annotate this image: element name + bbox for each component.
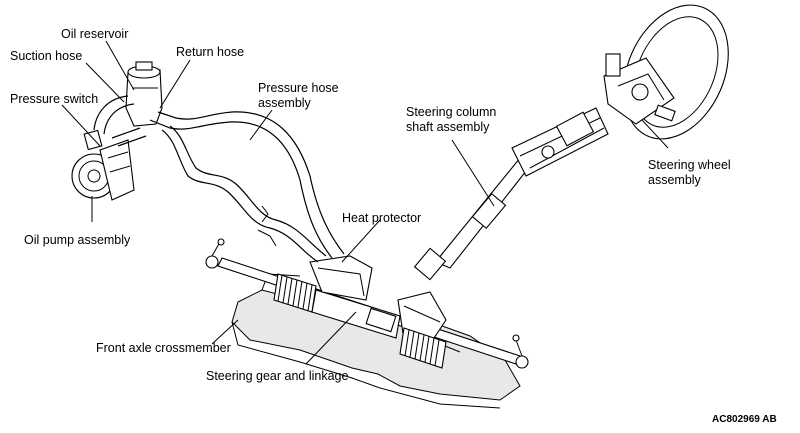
oil-reservoir-drawing [125, 61, 163, 127]
label-return-hose: Return hose [176, 45, 245, 59]
label-pressure-hose-assembly: Pressure hose assembly [258, 81, 339, 110]
leader-lines [61, 40, 669, 365]
figure-id: AC802969 AB [712, 414, 777, 425]
label-steering-wheel-assembly: Steering wheel assembly [648, 158, 731, 187]
label-oil-reservoir: Oil reservoir [61, 27, 129, 41]
label-steering-column-shaft-assembly: Steering column shaft assembly [406, 105, 497, 134]
label-oil-pump-assembly: Oil pump assembly [24, 233, 131, 247]
steering-wheel-drawing [603, 4, 729, 140]
label-front-axle-crossmember: Front axle crossmember [96, 341, 231, 355]
label-steering-gear-and-linkage: Steering gear and linkage [206, 369, 349, 383]
label-pressure-switch: Pressure switch [10, 92, 99, 106]
label-heat-protector: Heat protector [342, 211, 422, 225]
hoses-drawing [93, 95, 345, 263]
steering-gear-drawing [205, 238, 529, 369]
steering-column-drawing [413, 107, 609, 281]
label-suction-hose: Suction hose [10, 49, 83, 63]
oil-pump-drawing [71, 129, 135, 201]
